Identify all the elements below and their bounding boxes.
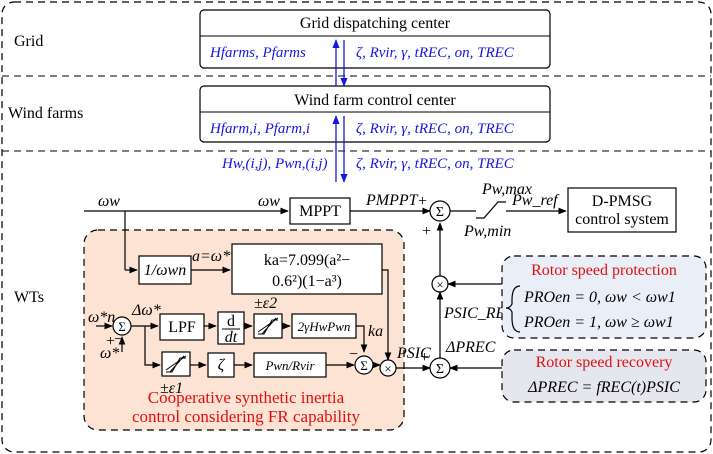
inertia-caption-line1: Cooperative synthetic inertia xyxy=(148,388,345,407)
recovery-panel xyxy=(501,349,707,403)
protection-line1: PROen = 0, ωw < ωw1 xyxy=(523,289,676,306)
deadband-icon-1 xyxy=(165,355,187,373)
sum-symbol-input: Σ xyxy=(118,319,126,334)
pw-ref-label: Pw_ref xyxy=(511,192,560,209)
limiter-symbol xyxy=(476,201,506,219)
omega-star-label: ω* xyxy=(100,345,119,362)
sum2-minus-sign: − xyxy=(349,346,358,363)
lpf-block xyxy=(159,313,205,341)
gain-to-sum2 xyxy=(356,325,368,353)
grid-center-title: Grid dispatching center xyxy=(300,15,451,32)
gain-2gamma-block xyxy=(291,313,357,339)
omega-w-label-1: ωw xyxy=(98,193,120,210)
pw-max-label: Pw,max xyxy=(481,181,532,198)
farm-center-box xyxy=(199,85,551,143)
p-sic-rec-label: PSIC_REC xyxy=(443,305,516,322)
delta-p-rec-label: ΔPREC xyxy=(445,339,496,356)
zeta-label: ζ xyxy=(218,357,226,374)
input-plus-sign: + xyxy=(106,333,115,350)
zeta-block xyxy=(207,352,235,378)
ka-to-mult-line xyxy=(382,269,392,361)
layer-label-grid: Grid xyxy=(14,33,43,50)
ka-label: ka xyxy=(368,323,383,340)
dmsg-block xyxy=(567,187,677,233)
recovery-title: Rotor speed recovery xyxy=(536,354,673,371)
inv-omega-label: 1/ωwn xyxy=(144,262,186,279)
protection-panel xyxy=(501,255,707,339)
delta-omega-star-label: Δω* xyxy=(131,302,161,319)
sum1-plus-top: + xyxy=(418,193,427,210)
ka-formula-block xyxy=(231,243,383,295)
deadband-icon-2 xyxy=(257,317,279,335)
mppt-block xyxy=(289,197,351,225)
ka-formula-line2: 0.6²)(1−a³) xyxy=(272,273,342,290)
wt-left-signals: Hw,(i,j), Pwn,(i,j) xyxy=(221,156,328,172)
inv-omega-block xyxy=(138,255,192,285)
dmsg-label-line1: D-PMSG xyxy=(592,193,653,210)
ka-formula-line1: ka=7.099(a²− xyxy=(264,252,350,269)
pwn-rvir-block xyxy=(253,352,327,378)
wt-right-signals: ζ, Rvir, γ, tREC, on, TREC xyxy=(356,156,515,172)
omega-w-label-2: ωw xyxy=(258,193,280,210)
grid-center-box xyxy=(199,9,551,69)
inertia-caption-line2: control considering FR capability xyxy=(132,407,361,426)
a-equals-label: a=ω*w xyxy=(192,248,241,265)
pw-min-label: Pw,min xyxy=(463,223,511,240)
pm-eps1-label: ±ε1 xyxy=(160,380,183,397)
pm-eps2-label: ±ε2 xyxy=(254,295,277,312)
sum-symbol-1: Σ xyxy=(436,205,444,220)
p-sic-label: PSIC xyxy=(396,345,431,362)
protection-brace xyxy=(505,285,521,333)
multiplier-symbol-2: × xyxy=(436,277,443,292)
grid-center-right-signals: ζ, Rvir, γ, tREC, on, TREC xyxy=(356,45,515,61)
protection-title: Rotor speed protection xyxy=(531,262,677,279)
sum-symbol-2: Σ xyxy=(360,358,368,373)
deriv-top: d xyxy=(227,313,235,330)
pwn-rvir-label: Pwn/Rvir xyxy=(264,358,315,373)
lpf-label: LPF xyxy=(168,319,196,336)
farm-center-right-signals: ζ, Rvir, γ, tREC, on, TREC xyxy=(356,121,515,137)
dmsg-label-line2: control system xyxy=(575,211,669,228)
multiplier-symbol-1: × xyxy=(384,361,391,376)
sum-symbol-3: Σ xyxy=(436,362,444,377)
mppt-label: MPPT xyxy=(299,203,341,220)
lower-branch-line xyxy=(144,326,161,369)
grid-center-left-signals: Hfarms, Pfarms xyxy=(209,45,306,61)
farm-center-title: Wind farm control center xyxy=(294,92,456,109)
recovery-formula: ΔPREC = fREC(t)PSIC xyxy=(527,379,680,396)
p-mppt-label: PMPPT xyxy=(365,192,419,209)
sum1-plus-bottom: + xyxy=(422,223,431,240)
gain-2gamma-label: 2γHwPwn xyxy=(298,319,351,334)
farm-center-left-signals: Hfarm,i, Pfarm,i xyxy=(209,121,310,137)
omega-n-star-label: ω*n xyxy=(88,309,115,326)
protection-line2: PROen = 1, ωw ≥ ωw1 xyxy=(523,314,674,331)
layer-label-wts: WTs xyxy=(14,289,44,306)
layer-label-wind-farms: Wind farms xyxy=(8,105,83,122)
input-minus-sign: − xyxy=(114,331,123,348)
sum3-plus-sign: + xyxy=(420,349,429,366)
deriv-bottom: dt xyxy=(225,329,238,346)
deriv-block xyxy=(217,311,245,345)
